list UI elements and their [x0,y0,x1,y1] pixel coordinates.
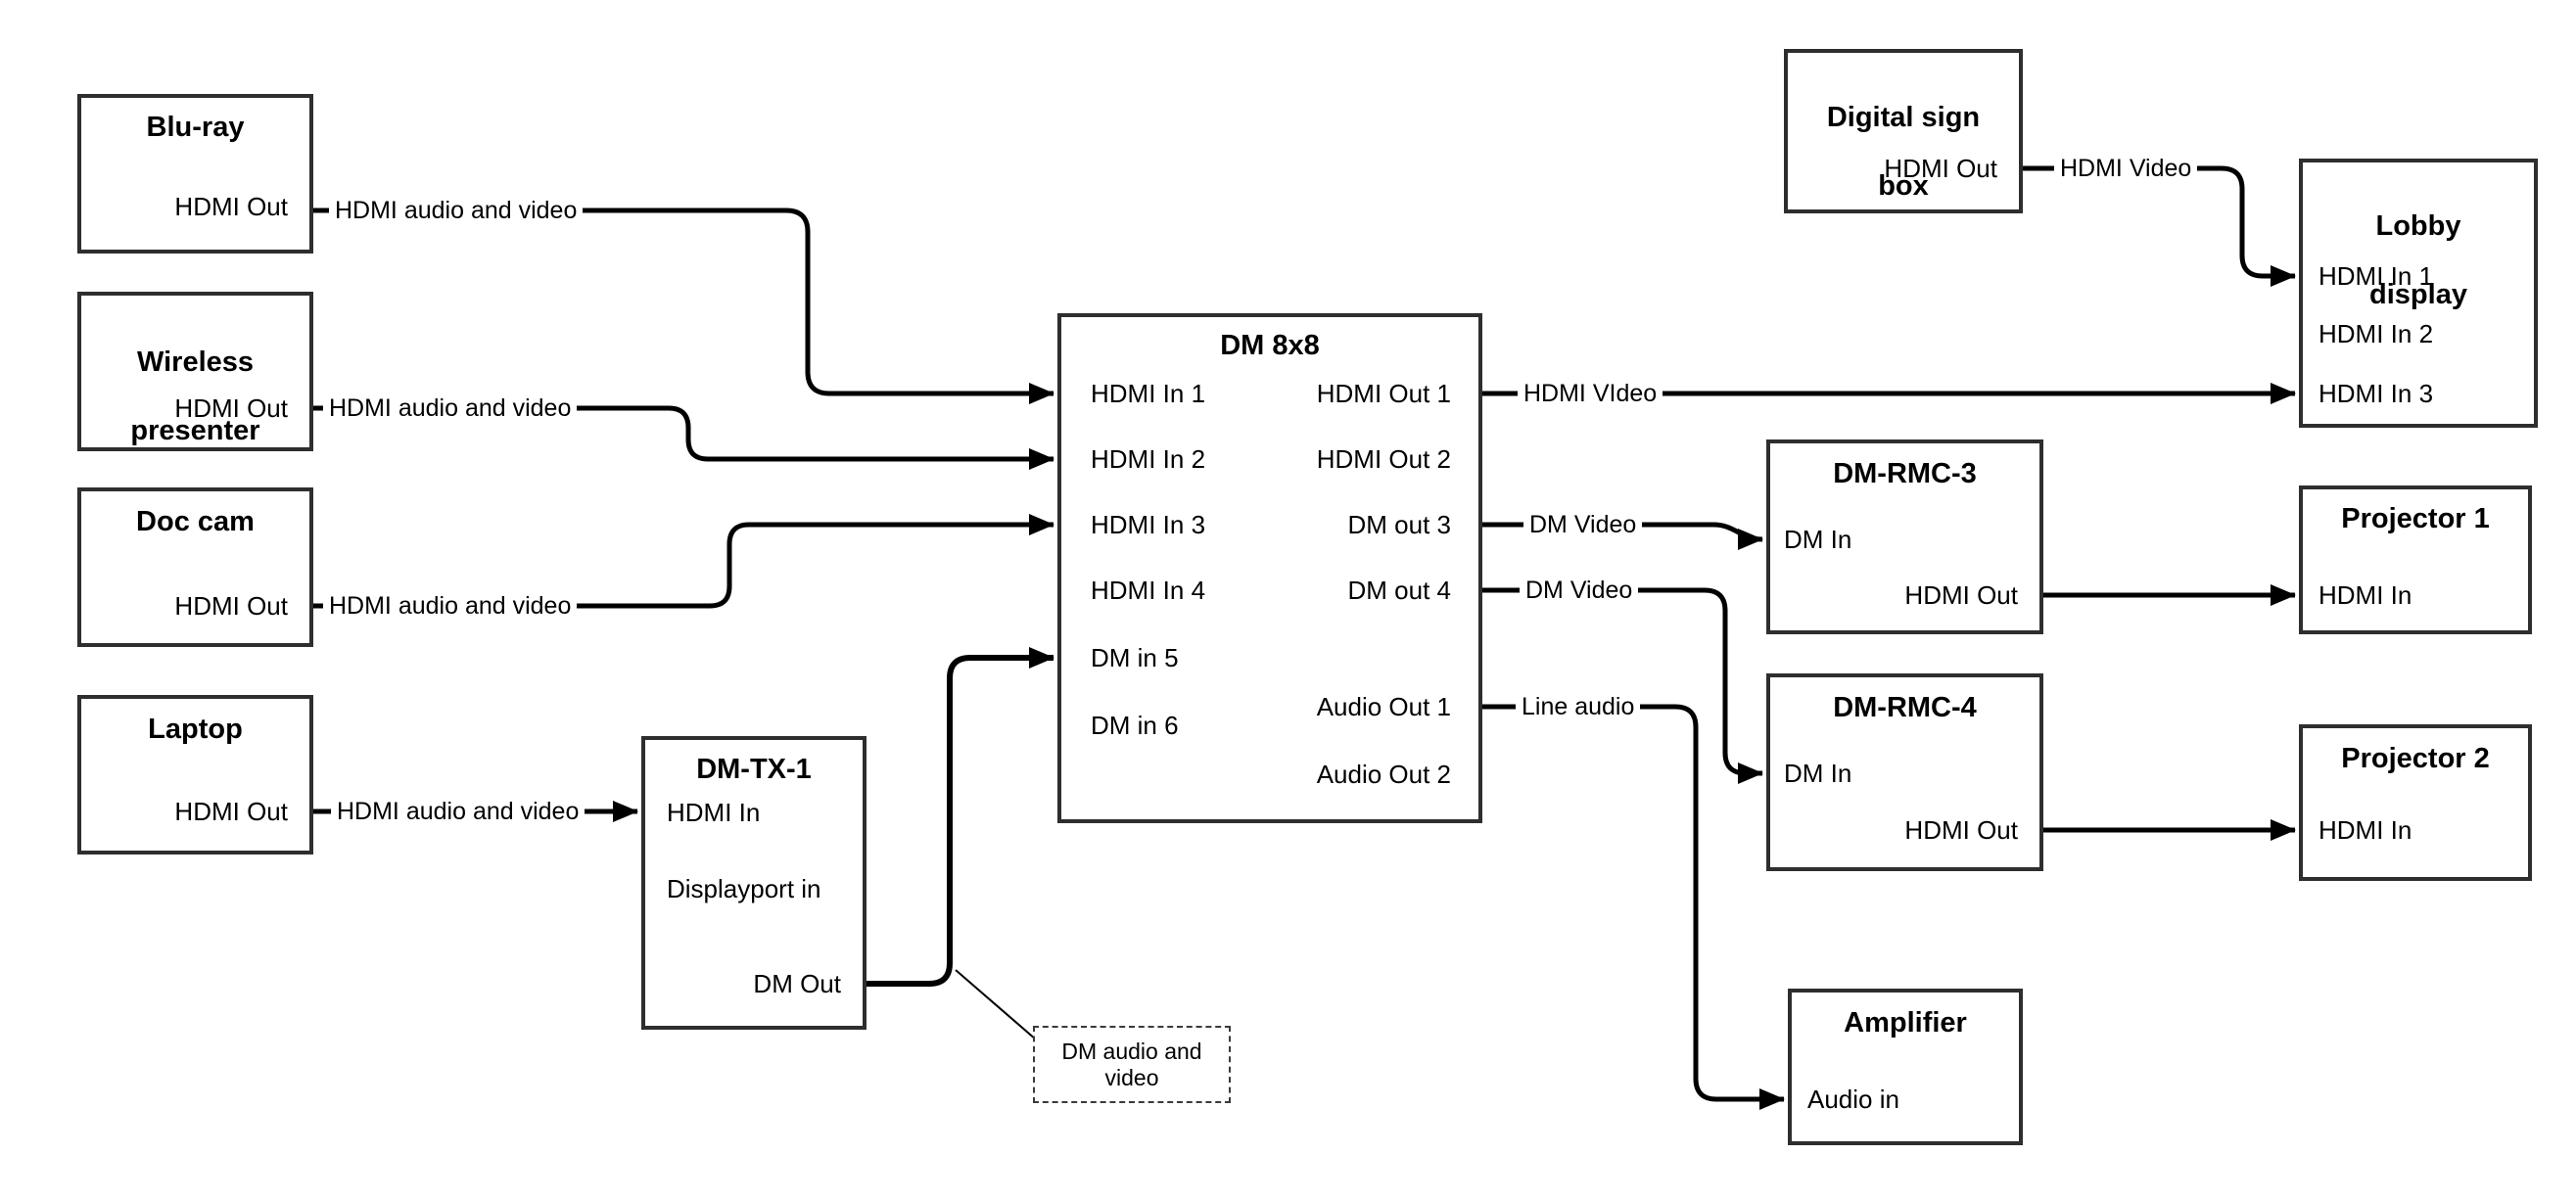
port-hdmi-in-1: HDMI In 1 [2318,261,2434,291]
port-hdmi-in-2: HDMI In 2 [2318,319,2434,348]
edge-label-hdmi-video-out1: HDMI VIdeo [1518,379,1663,408]
edge-label-line-audio: Line audio [1516,692,1641,721]
node-title: Doc cam [136,506,255,537]
port-hdmi-in-3: HDMI In 3 [2318,379,2434,408]
edge-doccam-to-dm8x8-in3 [313,514,1054,609]
node-title: Blu-ray [146,112,245,143]
port-hdmi-in: HDMI In [667,798,761,827]
node-title: DM 8x8 [1220,330,1320,361]
title-line2: box [1878,170,1929,202]
port-dm-out: DM Out [753,969,841,998]
port-dm-out-4: DM out 4 [1347,576,1452,605]
node-title: Digital sign box [1788,67,2019,204]
port-hdmi-in-4: HDMI In 4 [1091,576,1206,605]
port-hdmi-out: HDMI Out [174,192,288,221]
note-callout-line [955,969,1037,1040]
edge-label-hdmi-audio-video-doccam: HDMI audio and video [323,591,578,621]
port-hdmi-out-1: HDMI Out 1 [1316,379,1451,408]
port-hdmi-out: HDMI Out [1884,154,1997,183]
edge-label-hdmi-audio-video-bluray: HDMI audio and video [329,196,584,225]
note-line2: video [1104,1064,1159,1090]
edge-signbox-to-lobby-in1 [2023,165,2296,287]
port-hdmi-in-3: HDMI In 3 [1091,510,1206,539]
port-hdmi-in: HDMI In [2318,580,2412,610]
port-displayport-in: Displayport in [667,874,821,903]
node-title: Projector 1 [2341,503,2490,534]
port-dm-in: DM In [1784,525,1852,554]
node-title: Wireless presenter [81,311,309,448]
port-dm-in-5: DM in 5 [1091,643,1179,672]
title-line1: Digital sign [1826,102,1981,133]
edge-label-dm-video-out3: DM Video [1523,510,1643,539]
port-hdmi-out: HDMI Out [174,591,288,621]
node-title: DM-TX-1 [696,754,812,785]
port-hdmi-out: HDMI Out [1904,580,2018,610]
node-wireless-presenter: Wireless presenter HDMI Out [77,292,313,451]
edge-dm8x8-aout1-to-amp [1482,704,1785,1110]
port-hdmi-out: HDMI Out [174,797,288,826]
node-amplifier: Amplifier Audio in [1788,989,2023,1145]
node-title: DM-RMC-4 [1833,692,1977,723]
port-dm-in: DM In [1784,759,1852,788]
node-dm-tx-1: DM-TX-1 HDMI In Displayport in DM Out [641,736,866,1030]
node-laptop: Laptop HDMI Out [77,695,313,855]
port-hdmi-out-2: HDMI Out 2 [1316,444,1451,474]
title-line2: presenter [130,415,260,446]
edge-bluray-to-dm8x8-in1 [313,208,1054,404]
node-digital-sign-box: Digital sign box HDMI Out [1784,49,2023,213]
note-dm-audio-video: DM audio and video [1033,1026,1231,1103]
edge-label-hdmi-audio-video-wireless: HDMI audio and video [323,393,578,423]
node-title: Projector 2 [2341,743,2490,774]
edge-dm8x8-out4-to-dmrmc4 [1482,587,1763,784]
edge-label-hdmi-audio-video-laptop: HDMI audio and video [331,797,585,826]
port-hdmi-in-1: HDMI In 1 [1091,379,1206,408]
port-hdmi-out: HDMI Out [174,393,288,423]
port-audio-in: Audio in [1807,1085,1899,1114]
edge-dmtx1-to-dm8x8-in5 [866,647,1054,987]
title-line2: display [2369,279,2467,310]
node-dm-rmc-4: DM-RMC-4 DM In HDMI Out [1766,673,2043,871]
node-bluray: Blu-ray HDMI Out [77,94,313,254]
title-line1: Wireless [136,346,255,378]
edge-wireless-to-dm8x8-in2 [313,405,1054,470]
title-line1: Lobby [2375,210,2461,242]
port-audio-out-1: Audio Out 1 [1316,692,1451,721]
port-hdmi-in: HDMI In [2318,815,2412,845]
port-hdmi-out: HDMI Out [1904,815,2018,845]
node-title: DM-RMC-3 [1833,458,1977,489]
node-dm-rmc-3: DM-RMC-3 DM In HDMI Out [1766,439,2043,634]
node-title: Amplifier [1844,1007,1967,1039]
node-dm-8x8: DM 8x8 HDMI In 1 HDMI In 2 HDMI In 3 HDM… [1057,313,1482,823]
node-title: Lobby display [2303,175,2534,312]
edge-label-dm-video-out4: DM Video [1520,576,1639,605]
node-projector-1: Projector 1 HDMI In [2299,485,2532,634]
node-lobby-display: Lobby display HDMI In 1 HDMI In 2 HDMI I… [2299,159,2538,428]
node-title: Laptop [148,714,243,745]
note-line1: DM audio and [1061,1038,1202,1064]
edge-label-hdmi-video-sign: HDMI Video [2054,154,2198,183]
port-dm-in-6: DM in 6 [1091,711,1179,740]
node-doc-cam: Doc cam HDMI Out [77,487,313,647]
edge-dm8x8-out3-to-dmrmc3 [1482,522,1763,550]
node-projector-2: Projector 2 HDMI In [2299,724,2532,881]
port-hdmi-in-2: HDMI In 2 [1091,444,1206,474]
port-dm-out-3: DM out 3 [1347,510,1452,539]
port-audio-out-2: Audio Out 2 [1316,760,1451,789]
